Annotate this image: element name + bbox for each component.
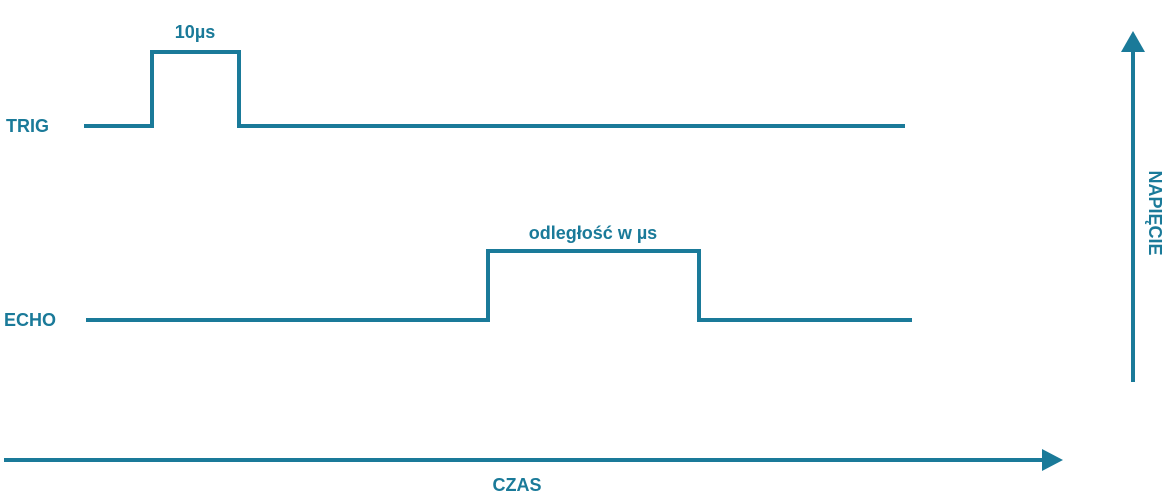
trig-signal: TRIG 10µs	[6, 22, 905, 136]
voltage-axis-label: NAPIĘCIE	[1145, 170, 1165, 255]
trig-waveform	[84, 50, 905, 128]
echo-waveform	[86, 249, 912, 322]
trig-pulse-label: 10µs	[175, 22, 215, 42]
time-axis-arrowhead	[1042, 449, 1063, 471]
voltage-axis-arrowhead	[1121, 31, 1145, 52]
echo-label: ECHO	[4, 310, 56, 330]
trig-label: TRIG	[6, 116, 49, 136]
time-axis: CZAS	[4, 449, 1063, 495]
echo-pulse-label: odległość w µs	[529, 223, 657, 243]
echo-signal: ECHO odległość w µs	[4, 223, 912, 330]
time-axis-label: CZAS	[493, 475, 542, 495]
voltage-axis: NAPIĘCIE	[1121, 31, 1165, 382]
